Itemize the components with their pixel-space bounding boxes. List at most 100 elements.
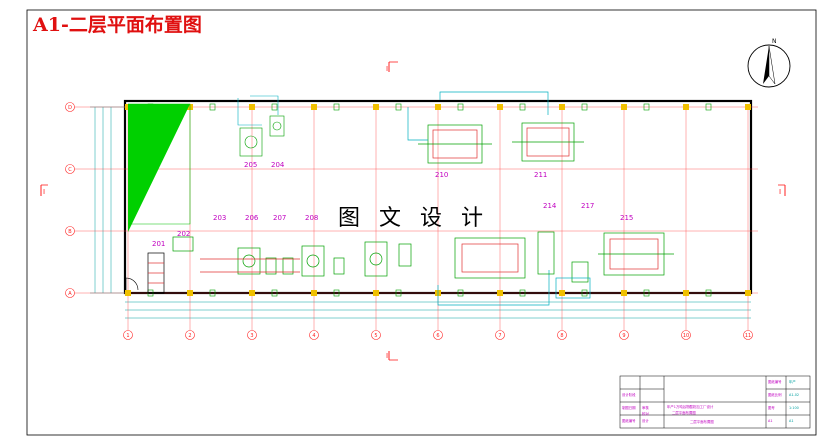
window-marker: [271, 103, 278, 111]
axis-label-col: 1: [126, 333, 129, 339]
equipment-tags: 205 204 210 211 203 206 207 208 202 201 …: [152, 161, 633, 248]
section-marks: II II I I: [40, 61, 786, 361]
axis-label-row: D: [68, 105, 72, 111]
tb-right-4: A1: [768, 419, 772, 423]
axis-bubble-row: A: [65, 288, 75, 298]
window-marker: [519, 103, 526, 111]
window-marker: [519, 289, 526, 297]
axis-bubble-row: C: [65, 164, 75, 174]
axis-bubble-col: 1: [123, 330, 133, 340]
door-symbol: [125, 277, 139, 291]
tb-left-1: 设计阶段: [622, 392, 636, 397]
section-mark-top: II: [386, 61, 398, 73]
drawing-title: A1-二层平面布置图: [32, 13, 202, 36]
window-marker: [209, 103, 216, 111]
tb-value-3: 1:100: [789, 406, 799, 410]
axis-bubble-col: 4: [309, 330, 319, 340]
tag-211: 211: [534, 171, 547, 179]
column-marker: [373, 104, 379, 110]
equipment-204-205: [237, 95, 285, 157]
tag-206: 206: [245, 214, 259, 222]
stair-area: [128, 103, 191, 232]
tb-right-1: 图纸编号: [768, 379, 782, 384]
axis-label-col: 6: [436, 333, 439, 339]
tb-right-3: 图号: [768, 405, 775, 410]
column-marker: [435, 104, 441, 110]
axis-label-col: 7: [498, 333, 501, 339]
window-marker: [271, 289, 278, 297]
equipment-208: [301, 245, 345, 277]
drawing-border: [26, 9, 817, 436]
tb-center-3: 二层平面布置图: [690, 419, 714, 424]
tag-202: 202: [177, 230, 190, 238]
tb-value-2: A1-02: [789, 393, 799, 397]
window-marker: [643, 103, 650, 111]
window-marker: [395, 289, 402, 297]
tb-value-1: 年产: [789, 379, 796, 384]
equipment-214-217: [537, 231, 591, 299]
column-marker: [311, 104, 317, 110]
column-marker: [373, 290, 379, 296]
window-marker: [333, 103, 340, 111]
north-arrow-icon: N: [747, 38, 791, 88]
column-marker: [559, 104, 565, 110]
tb-left-2: 制图日期: [622, 405, 636, 410]
tag-203: 203: [213, 214, 226, 222]
window-marker: [333, 289, 340, 297]
column-marker: [745, 290, 751, 296]
title-block: [619, 375, 811, 429]
window-marker: [457, 289, 464, 297]
section-mark-bottom: II: [386, 351, 398, 361]
axis-bubble-col: 7: [495, 330, 505, 340]
axis-bubble-col: 3: [247, 330, 257, 340]
axis-bubble-col: 9: [619, 330, 629, 340]
window-marker: [209, 289, 216, 297]
column-marker: [745, 104, 751, 110]
equipment-211: [512, 122, 584, 162]
window-marker: [457, 103, 464, 111]
tb-left-3: 图纸编号: [622, 418, 636, 423]
axis-bubble-col: 5: [371, 330, 381, 340]
window-marker: [395, 103, 402, 111]
column-marker: [683, 104, 689, 110]
axis-bubble-col: 6: [433, 330, 443, 340]
column-marker: [249, 290, 255, 296]
tag-205: 205: [244, 161, 257, 169]
tag-204: 204: [271, 161, 285, 169]
window-marker: [705, 103, 712, 111]
tag-214: 214: [543, 202, 557, 210]
section-mark-right: I: [778, 184, 786, 196]
column-marker: [497, 290, 503, 296]
column-marker: [621, 104, 627, 110]
tag-215: 215: [620, 214, 633, 222]
axis-label-col: 5: [374, 333, 377, 339]
watermark-text: 图 文 设 计: [338, 206, 489, 231]
section-mark-left: I: [40, 184, 48, 196]
axis-label-col: 2: [188, 333, 191, 339]
column-marker: [497, 104, 503, 110]
title-block-text: 设计阶段 制图日期 图纸编号 审核 校对 设计 年产1万吨谷物酸奶加工厂设计 二…: [622, 379, 799, 424]
tb-left-4: 审核: [642, 405, 649, 410]
window-marker: [581, 289, 588, 297]
column-marker: [683, 290, 689, 296]
axis-bubble-col: 8: [557, 330, 567, 340]
tag-201: 201: [152, 240, 165, 248]
tb-right-2: 图纸比例: [768, 392, 782, 397]
column-marker: [559, 290, 565, 296]
equipment-210: [407, 91, 549, 164]
svg-text:II: II: [386, 352, 390, 360]
axis-label-col: 9: [622, 333, 625, 339]
window-marker: [581, 103, 588, 111]
tb-left-5: 校对: [642, 411, 649, 416]
axis-bubble-col: 2: [185, 330, 195, 340]
north-label: N: [772, 38, 777, 45]
column-marker: [311, 290, 317, 296]
column-marker: [187, 290, 193, 296]
tb-value-4: A1: [789, 419, 793, 423]
equipment-213: [437, 237, 550, 306]
tb-left-6: 设计: [642, 418, 649, 423]
column-marker: [621, 290, 627, 296]
axis-label-col: 4: [312, 333, 315, 339]
axis-label-row: A: [68, 291, 72, 297]
